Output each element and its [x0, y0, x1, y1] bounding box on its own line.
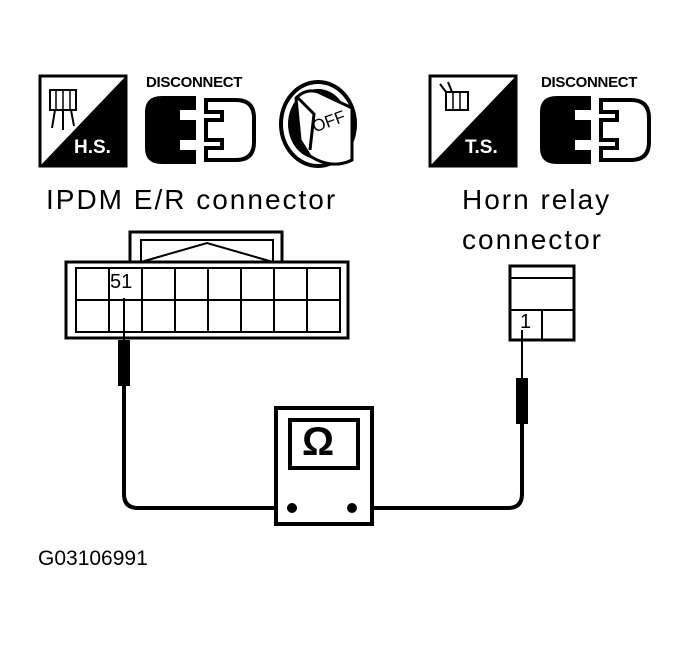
horn-relay-title-line2: connector	[462, 224, 603, 255]
test-lead-right	[352, 424, 524, 510]
harness-side-icon	[38, 74, 128, 168]
figure-id: G03106991	[38, 547, 148, 570]
probe-right	[516, 330, 528, 424]
disconnect-label-right: DISCONNECT	[541, 74, 638, 91]
horn-relay-connector-face	[508, 264, 576, 342]
disconnect-icon-right	[540, 96, 651, 164]
ipdm-connector-face	[64, 230, 350, 340]
terminal-number-1: 1	[520, 311, 532, 333]
test-lead-left	[122, 386, 292, 510]
ipdm-connector-title: IPDM E/R connector	[46, 184, 338, 215]
hs-icon-code: H.S.	[74, 137, 111, 158]
terminal-number-51: 51	[110, 271, 133, 293]
ts-icon-code: T.S.	[465, 137, 498, 158]
ohmmeter	[274, 406, 374, 526]
terminal-side-icon	[428, 74, 518, 168]
horn-relay-title-line1: Horn relay	[462, 184, 612, 215]
probe-left	[118, 298, 130, 386]
disconnect-icon-left	[145, 96, 256, 164]
disconnect-label-left: DISCONNECT	[146, 74, 243, 91]
ohm-symbol: Ω	[302, 420, 335, 464]
meter-terminal-right	[347, 503, 357, 513]
meter-terminal-left	[287, 503, 297, 513]
ignition-key-off-icon	[279, 80, 357, 168]
